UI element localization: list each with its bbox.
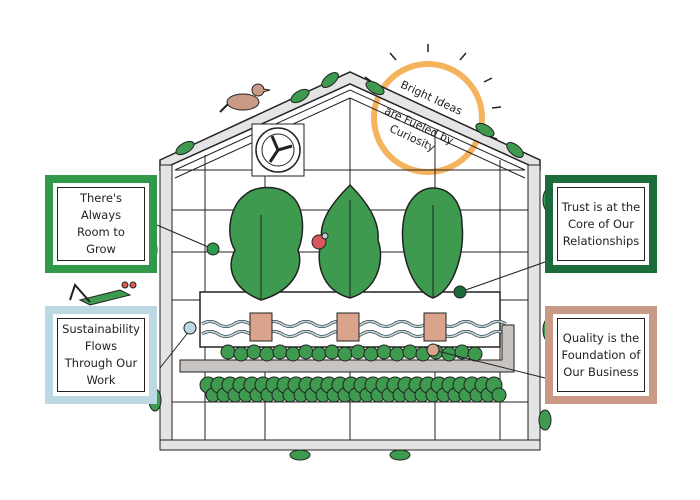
- seedling: [311, 346, 327, 362]
- sun-ring: [371, 61, 485, 175]
- root-blocks: [249, 312, 447, 342]
- seedling: [272, 344, 288, 360]
- connector-dot-quality: [426, 343, 440, 357]
- seedling: [285, 346, 301, 362]
- seedling: [350, 344, 366, 360]
- seedling: [298, 344, 314, 360]
- lettuce-plants: [229, 183, 464, 301]
- callout-sustainability-text: Sustainability Flows Through Our Work: [57, 318, 145, 392]
- connector-dot-sustainability: [183, 321, 197, 335]
- seedling: [233, 346, 249, 362]
- seedling: [376, 344, 392, 360]
- callout-trust: Trust is at the Core of Our Relationship…: [545, 175, 657, 273]
- seedling: [491, 387, 507, 403]
- bird-icon: [219, 83, 271, 113]
- seedling: [389, 346, 405, 362]
- greenhouse-wall-right: [527, 164, 541, 451]
- fan-icon: [251, 123, 305, 177]
- seedling: [259, 346, 275, 362]
- seedling: [363, 346, 379, 362]
- callout-connectors: [156, 224, 546, 379]
- seedling: [402, 344, 418, 360]
- callout-grow-text: There's Always Room to Grow: [57, 187, 145, 261]
- connector-dot-grow: [206, 242, 220, 256]
- seedling-bushes: [199, 344, 507, 403]
- seedling: [324, 344, 340, 360]
- callout-grow: There's Always Room to Grow: [45, 175, 157, 273]
- callout-quality-text: Quality is the Foundation of Our Busines…: [557, 318, 645, 392]
- seedling: [337, 346, 353, 362]
- callout-sustainability: Sustainability Flows Through Our Work: [45, 306, 157, 404]
- callout-quality: Quality is the Foundation of Our Busines…: [545, 306, 657, 404]
- connector-dot-trust: [453, 285, 467, 299]
- callout-trust-text: Trust is at the Core of Our Relationship…: [557, 187, 645, 261]
- greenhouse-wall-left: [159, 164, 173, 451]
- seedling: [246, 344, 262, 360]
- ladybug-icon: [311, 232, 329, 250]
- mantis-icon: [69, 281, 137, 306]
- seedling: [220, 344, 236, 360]
